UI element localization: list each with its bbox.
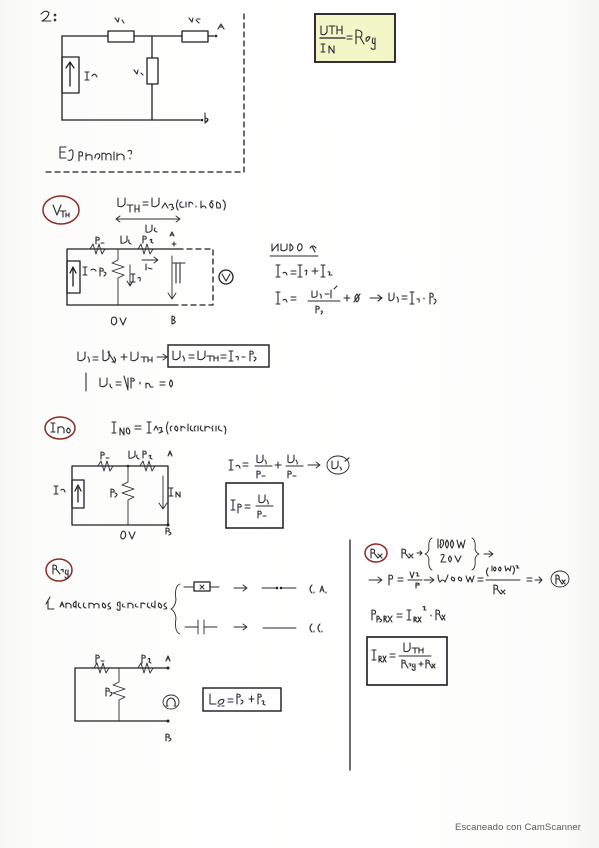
resistor-r2 [181, 30, 209, 43]
section-rx [364, 537, 570, 686]
problem-statement [40, 10, 245, 173]
ohmmeter [162, 694, 180, 710]
boxed-va-equation [167, 344, 270, 368]
r2-zigzag [137, 243, 154, 255]
resistor-r1 [107, 30, 135, 43]
r1-zigzag-req [93, 662, 110, 674]
boxed-irx-equation [366, 636, 448, 686]
boxed-formula-req [314, 13, 396, 63]
section-vth [42, 195, 437, 392]
r1-zigzag [89, 243, 106, 255]
resistor-r3 [146, 57, 159, 85]
problem-circuit [61, 17, 225, 124]
current-source [61, 56, 80, 94]
r3-zigzag-in [121, 465, 135, 526]
r3-zigzag-req [112, 667, 126, 722]
rx-circle [364, 543, 388, 563]
r2-zigzag-in [139, 460, 156, 472]
section-in [44, 416, 350, 540]
boxed-req-equation [202, 687, 282, 712]
boxed-in-equation [225, 482, 284, 529]
problem-number [40, 10, 57, 22]
r1-zigzag-in [97, 460, 114, 472]
section-req [45, 558, 327, 742]
in-circle [44, 416, 76, 440]
req-circle [45, 558, 73, 582]
voltmeter [218, 269, 234, 285]
source-symbol-ca [193, 581, 211, 592]
r3-zigzag [111, 248, 125, 306]
scanner-watermark: Escaneado con CamScanner [455, 822, 581, 833]
r2-zigzag-req [137, 662, 154, 674]
vth-circle [42, 195, 80, 225]
